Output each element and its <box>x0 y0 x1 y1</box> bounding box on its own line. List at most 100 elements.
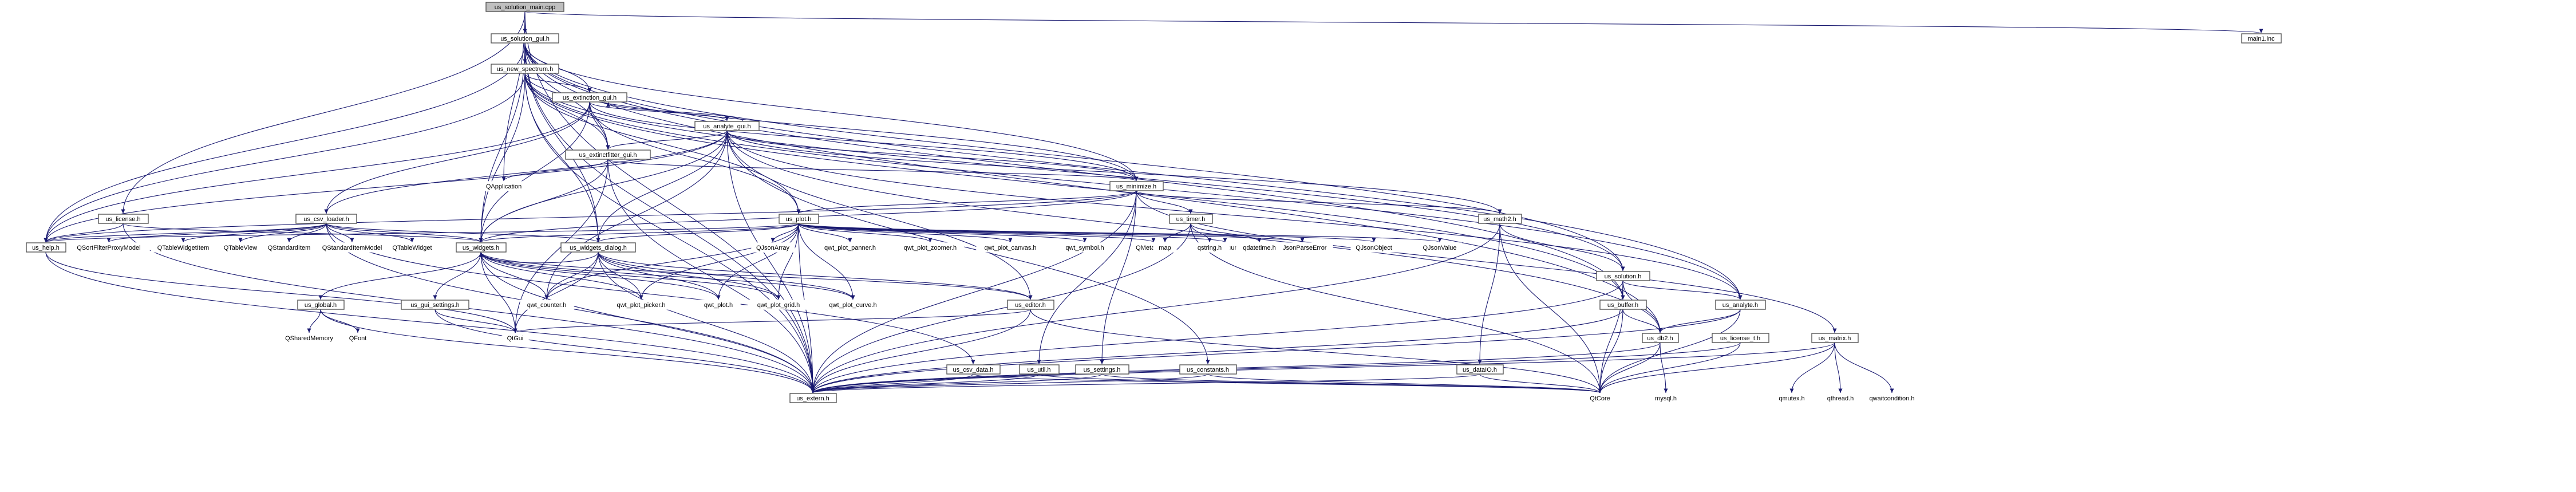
node-us-minimize[interactable]: us_minimize.h <box>1109 181 1164 191</box>
node-qwt-plot-curve[interactable]: qwt_plot_curve.h <box>820 300 886 310</box>
edge-us-buffer-to-us-extern <box>811 309 1623 393</box>
node-box <box>520 300 574 310</box>
node-qtcore[interactable]: QtCore <box>1585 393 1615 403</box>
node-us-license-t[interactable]: us_license_t.h <box>1712 333 1769 343</box>
node-map[interactable]: map <box>1153 242 1177 253</box>
edge-us-solution-gui-to-us-db2 <box>524 42 1662 333</box>
node-qmutex[interactable]: qmutex.h <box>1773 393 1811 403</box>
node-box <box>68 242 150 253</box>
edge-us-extinction-gui-to-us-help <box>44 101 590 243</box>
node-label: qmutex.h <box>1779 395 1804 402</box>
node-us-editor[interactable]: us_editor.h <box>1007 300 1054 310</box>
node-box <box>1190 242 1230 253</box>
node-us-analyte[interactable]: us_analyte.h <box>1715 300 1766 310</box>
node-qsortfilterproxymodel[interactable]: QSortFilterProxyModel <box>68 242 150 253</box>
node-us-widgets[interactable]: us_widgets.h <box>456 242 507 253</box>
node-label: us_solution.h <box>1605 273 1642 280</box>
node-qsharedmemory[interactable]: QSharedMemory <box>282 333 337 343</box>
node-us-math2[interactable]: us_math2.h <box>1478 214 1522 224</box>
node-box <box>1007 300 1054 310</box>
node-qjsonarray[interactable]: QJsonArray <box>751 242 795 253</box>
node-us-matrix[interactable]: us_matrix.h <box>1811 333 1859 343</box>
node-us-constants[interactable]: us_constants.h <box>1179 364 1237 375</box>
node-label: qwt_plot_panner.h <box>824 245 876 251</box>
edge-us-widgets-to-qwt-plot-picker <box>480 251 643 300</box>
node-us-solution-main[interactable]: us_solution_main.cpp <box>485 2 564 12</box>
node-qfont[interactable]: QFont <box>345 333 372 343</box>
node-label: us_minimize.h <box>1116 183 1156 190</box>
node-label: qwt_plot_curve.h <box>829 302 876 309</box>
node-box <box>1236 242 1283 253</box>
edge-us-widgets-dialog-to-qwt-counter <box>544 251 599 300</box>
node-us-extinction-gui[interactable]: us_extinction_gui.h <box>552 92 627 103</box>
edge-us-settings-to-qtcore <box>1101 373 1602 393</box>
node-us-timer[interactable]: us_timer.h <box>1169 214 1213 224</box>
node-us-solution[interactable]: us_solution.h <box>1596 271 1650 281</box>
node-us-analyte-gui[interactable]: us_analyte_gui.h <box>694 121 760 131</box>
node-us-global[interactable]: us_global.h <box>297 300 345 310</box>
node-main1[interactable]: main1.inc <box>2241 33 2282 44</box>
edge-us-plot-to-qjsonarray <box>771 223 799 243</box>
node-qwt-plot-panner[interactable]: qwt_plot_panner.h <box>816 242 884 253</box>
edge-us-solution-to-us-analyte <box>1622 280 1743 300</box>
node-qstandarditem[interactable]: QStandardItem <box>262 242 317 253</box>
edge-us-widgets-to-us-editor <box>480 251 1033 300</box>
node-qapplication[interactable]: QApplication <box>479 181 530 191</box>
node-qwt-plot-canvas[interactable]: qwt_plot_canvas.h <box>976 242 1045 253</box>
node-qtgui[interactable]: QtGui <box>502 333 529 343</box>
edge-us-plot-to-us-help <box>44 223 799 243</box>
node-us-db2[interactable]: us_db2.h <box>1642 333 1679 343</box>
node-us-csv-loader[interactable]: us_csv_loader.h <box>295 214 357 224</box>
node-label: us_editor.h <box>1015 302 1046 309</box>
node-qtablewidget[interactable]: QTableWidget <box>387 242 438 253</box>
node-us-gui-settings[interactable]: us_gui_settings.h <box>401 300 469 310</box>
node-us-license[interactable]: us_license.h <box>98 214 149 224</box>
edge-us-analyte-gui-to-us-csv-loader <box>324 130 728 214</box>
node-us-new-spectrum[interactable]: us_new_spectrum.h <box>491 64 559 74</box>
node-qstring[interactable]: qstring.h <box>1190 242 1230 253</box>
node-qwt-plot-zoomer[interactable]: qwt_plot_zoomer.h <box>896 242 965 253</box>
node-qthread[interactable]: qthread.h <box>1820 393 1861 403</box>
edge-us-solution-gui-to-us-extern <box>524 42 815 393</box>
edge-us-widgets-dialog-to-us-editor <box>598 251 1033 300</box>
node-qwt-counter[interactable]: qwt_counter.h <box>520 300 574 310</box>
node-qjsonparseerror[interactable]: QJsonParseError <box>1271 242 1333 253</box>
node-us-solution-gui[interactable]: us_solution_gui.h <box>491 33 559 44</box>
edge-us-constants-to-qtcore <box>1207 373 1602 393</box>
edge-us-widgets-to-us-extern <box>480 251 815 393</box>
node-label: us_solution_main.cpp <box>495 4 555 11</box>
node-us-util[interactable]: us_util.h <box>1019 364 1060 375</box>
node-qwaitcondition[interactable]: qwaitcondition.h <box>1859 393 1925 403</box>
node-box <box>1109 181 1164 191</box>
node-us-widgets-dialog[interactable]: us_widgets_dialog.h <box>560 242 636 253</box>
node-label: us_db2.h <box>1647 335 1673 342</box>
node-box <box>694 121 760 131</box>
node-qstandarditemmodel[interactable]: QStandardItemModel <box>316 242 388 253</box>
node-qjsonobject[interactable]: QJsonObject <box>1350 242 1398 253</box>
node-us-buffer[interactable]: us_buffer.h <box>1599 300 1647 310</box>
node-qwt-symbol[interactable]: qwt_symbol.h <box>1060 242 1111 253</box>
node-qdatetime[interactable]: qdatetime.h <box>1236 242 1283 253</box>
node-label: us_csv_data.h <box>953 367 994 373</box>
node-us-extinctfitter-gui[interactable]: us_extinctfitter_gui.h <box>565 149 651 160</box>
node-us-csv-data[interactable]: us_csv_data.h <box>946 364 1001 375</box>
node-qwt-plot[interactable]: qwt_plot.h <box>697 300 741 310</box>
node-qwt-plot-grid[interactable]: qwt_plot_grid.h <box>748 300 809 310</box>
edge-us-analyte-gui-to-us-help <box>44 130 728 243</box>
node-qtablewidgetitem[interactable]: QTableWidgetItem <box>151 242 216 253</box>
node-qwt-plot-picker[interactable]: qwt_plot_picker.h <box>607 300 675 310</box>
node-mysql[interactable]: mysql.h <box>1649 393 1683 403</box>
node-us-settings[interactable]: us_settings.h <box>1075 364 1129 375</box>
node-label: us_solution_gui.h <box>500 36 550 42</box>
node-us-datai0[interactable]: us_dataIO.h <box>1456 364 1504 375</box>
node-us-extern[interactable]: us_extern.h <box>789 393 837 403</box>
edge-us-analyte-gui-to-qwt-counter <box>544 130 728 300</box>
edge-us-plot-to-qjsonvalue <box>798 223 1441 243</box>
edge-us-solution-to-us-extern <box>811 280 1623 393</box>
node-qtableview[interactable]: QTableView <box>219 242 263 253</box>
node-us-help[interactable]: us_help.h <box>26 242 66 253</box>
node-us-plot[interactable]: us_plot.h <box>779 214 819 224</box>
node-qjsonvalue[interactable]: QJsonValue <box>1418 242 1462 253</box>
node-label: qwt_plot_canvas.h <box>984 245 1036 251</box>
